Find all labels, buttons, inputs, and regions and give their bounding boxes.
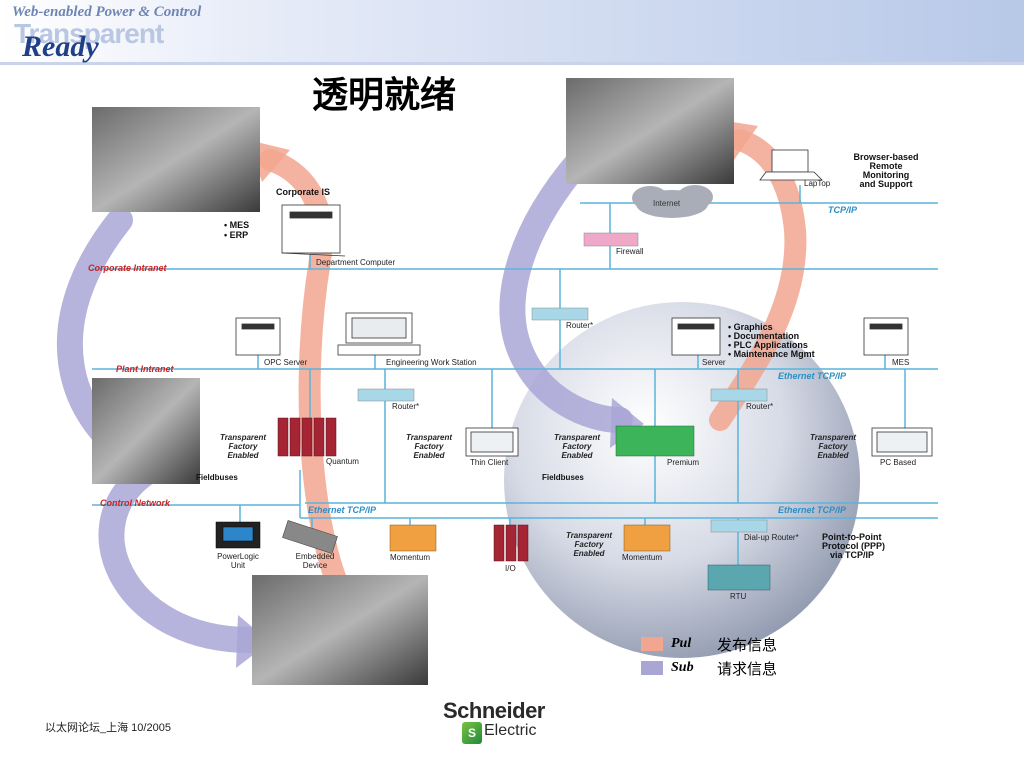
label-opc-server: OPC Server: [264, 358, 308, 367]
net-plant-intranet: Plant Intranet: [116, 364, 174, 374]
label-momentum-2: Momentum: [622, 553, 663, 562]
logo-mark-icon: S: [462, 722, 482, 744]
server: [671, 317, 721, 356]
label-erp-item: • ERP: [224, 230, 249, 240]
label-internet: Internet: [653, 199, 681, 208]
photo-phone: [566, 78, 734, 184]
thin-client: [465, 427, 519, 457]
label-browser-4: and Support: [859, 179, 913, 189]
legend-sub-swatch: [641, 661, 663, 675]
label-powerlogic: PowerLogic: [217, 552, 259, 561]
pc-based: [871, 427, 933, 457]
net-tcpip: TCP/IP: [828, 205, 858, 215]
label-engineering-ws: Engineering Work Station: [386, 358, 477, 367]
label-laptop: LapTop: [804, 179, 831, 188]
momentum-1: [389, 524, 437, 552]
label-premium: Premium: [667, 458, 700, 467]
label-embedded: Embedded: [295, 552, 335, 561]
rtu: [707, 564, 771, 591]
pull-arrow-right: [709, 129, 807, 431]
legend-pull-text: 发布信息: [717, 636, 778, 654]
label-maint-mgmt: • Maintenance Mgmt: [728, 349, 815, 359]
label-server: Server: [702, 358, 726, 367]
header-banner: [0, 0, 1024, 62]
legend-sub-text: 请求信息: [717, 660, 778, 678]
label-browser-3: Monitoring: [862, 170, 910, 180]
quantum-plc: [277, 417, 337, 457]
globe: [504, 302, 860, 658]
router-box-1: [531, 307, 589, 321]
label-firewall: Firewall: [616, 247, 644, 256]
label-quantum: Quantum: [326, 457, 359, 466]
internet-cloud: [632, 185, 713, 218]
label-graphics: • Graphics: [728, 322, 773, 332]
net-ethernet-2: Ethernet TCP/IP: [308, 505, 377, 515]
net-corporate-intranet: Corporate Intranet: [88, 263, 167, 273]
label-dialup-router: Dial-up Router*: [744, 533, 799, 542]
label-embedded-2: Device: [302, 561, 328, 570]
footer-text: 以太网论坛_上海 10/2005: [45, 722, 171, 734]
label-ppp-3: via TCP/IP: [830, 550, 875, 560]
label-powerlogic-2: Unit: [230, 561, 246, 570]
legend-sub-word: Sub: [671, 660, 694, 675]
brand-transparent: Transparent: [14, 18, 164, 49]
photo-operator: [252, 575, 428, 685]
router-box-3: [710, 388, 768, 402]
pull-arrow-left: [259, 149, 351, 601]
sub-arrow-right: [499, 147, 633, 433]
label-router-1: Router*: [566, 321, 594, 330]
logo-electric: Electric: [484, 722, 537, 739]
label-documentation: • Documentation: [728, 331, 800, 341]
label-rtu: RTU: [730, 592, 747, 601]
label-thin-client: Thin Client: [470, 458, 509, 467]
label-mes: MES: [892, 358, 910, 367]
page-title: 透明就绪: [312, 75, 457, 116]
router-box-dialup: [710, 519, 768, 533]
label-department-computer: Department Computer: [316, 258, 396, 267]
powerlogic-unit: [215, 521, 261, 549]
label-router-2: Router*: [392, 402, 420, 411]
label-browser-2: Remote: [869, 161, 903, 171]
laptop: [759, 149, 823, 181]
engineering-ws: [337, 312, 421, 356]
label-pc-based: PC Based: [880, 458, 917, 467]
router-box-2: [357, 388, 415, 402]
embedded-device: [282, 520, 338, 554]
io-module: [493, 524, 529, 562]
label-fieldbuses-1: Fieldbuses: [196, 473, 238, 482]
firewall-box: [583, 232, 639, 247]
label-plc-apps: • PLC Applications: [728, 340, 808, 350]
premium-plc: [615, 425, 695, 457]
header-divider: [0, 62, 1024, 65]
net-ethernet-3: Ethernet TCP/IP: [778, 505, 847, 515]
photo-control-room: [92, 378, 200, 484]
label-io: I/O: [505, 564, 516, 573]
label-browser-1: Browser-based: [853, 152, 919, 162]
photo-office: [92, 107, 260, 212]
net-control-network: Control Network: [100, 498, 171, 508]
momentum-2: [623, 524, 671, 552]
label-ppp-1: Point-to-Point: [822, 532, 882, 542]
legend-pull-swatch: [641, 637, 663, 651]
label-router-3: Router*: [746, 402, 774, 411]
department-computer: [281, 204, 346, 257]
label-mes-item: • MES: [224, 220, 250, 230]
label-momentum-1: Momentum: [390, 553, 431, 562]
net-ethernet-1: Ethernet TCP/IP: [778, 371, 847, 381]
label-fieldbuses-2: Fieldbuses: [542, 473, 584, 482]
mes-server: [863, 317, 909, 356]
legend-pull-word: Pul: [671, 636, 692, 651]
logo-schneider: Schneider: [443, 698, 545, 723]
label-ppp-2: Protocol (PPP): [822, 541, 886, 551]
label-corporate-is: Corporate IS: [276, 187, 331, 197]
brand-ready: Ready: [22, 30, 99, 63]
brand-tagline: Web-enabled Power & Control: [12, 4, 202, 20]
opc-server: [235, 317, 281, 356]
